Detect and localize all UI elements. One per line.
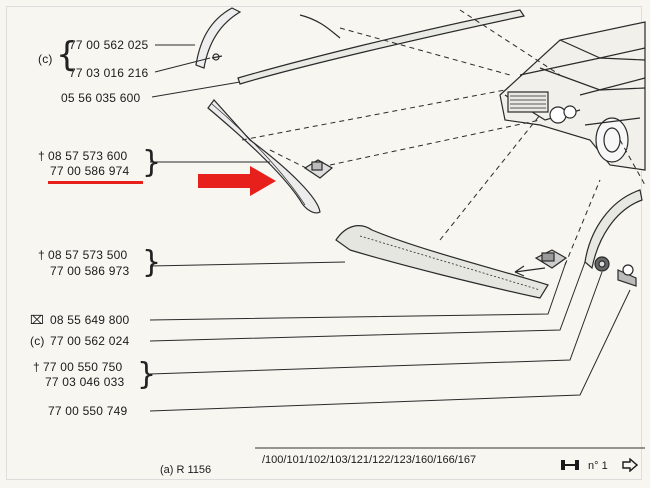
part7-dagger-mark: † — [33, 360, 40, 374]
page-frame — [6, 6, 642, 480]
part1-ref1: 77 00 562 025 — [69, 38, 149, 52]
page-number: n° 1 — [588, 460, 608, 472]
part3-ref2: 77 00 586 974 — [50, 164, 130, 178]
part6-ref: 77 00 562 024 — [50, 334, 130, 348]
side-curved-strip — [584, 189, 643, 270]
highlight-underline — [48, 181, 143, 184]
part4-ref1: 08 57 573 500 — [48, 248, 128, 262]
part8-ref: 77 00 550 749 — [48, 404, 128, 418]
part3-ref1: 08 57 573 600 — [48, 149, 128, 163]
part4-ref2: 77 00 586 973 — [50, 264, 130, 278]
footer-left-text: (a) R 1156 — [160, 464, 212, 476]
highlight-arrow — [198, 166, 276, 196]
clip-part — [303, 159, 334, 179]
top-trim-strip — [195, 7, 525, 85]
part5-box-mark: ⌧ — [30, 313, 44, 327]
part4-brace: } — [142, 245, 162, 280]
part1-prefix: (c) — [38, 52, 53, 66]
axle-icon — [561, 460, 579, 470]
arrow-right-icon[interactable] — [622, 458, 638, 472]
part3-dagger-mark: † — [38, 149, 45, 163]
front-trim-strip — [207, 99, 321, 214]
car-illustration — [499, 21, 646, 171]
part7-ref1: 77 00 550 750 — [43, 360, 123, 374]
fasteners — [594, 256, 637, 287]
lower-trim-strip — [335, 225, 549, 299]
small-clip — [534, 249, 568, 269]
part1-brace: { — [56, 35, 78, 75]
part3-brace: } — [142, 145, 162, 180]
part2-ref: 05 56 035 600 — [61, 91, 141, 105]
part4-dagger-mark: † — [38, 248, 45, 262]
part1-ref2: 77 03 016 216 — [69, 66, 149, 80]
footer-model-list: /100/101/102/103/121/122/123/160/166/167 — [262, 454, 477, 466]
part6-prefix: (c) — [30, 334, 45, 348]
part7-brace: } — [137, 357, 157, 392]
part5-ref: 08 55 649 800 — [50, 313, 130, 327]
part7-ref2: 77 03 046 033 — [45, 375, 125, 389]
